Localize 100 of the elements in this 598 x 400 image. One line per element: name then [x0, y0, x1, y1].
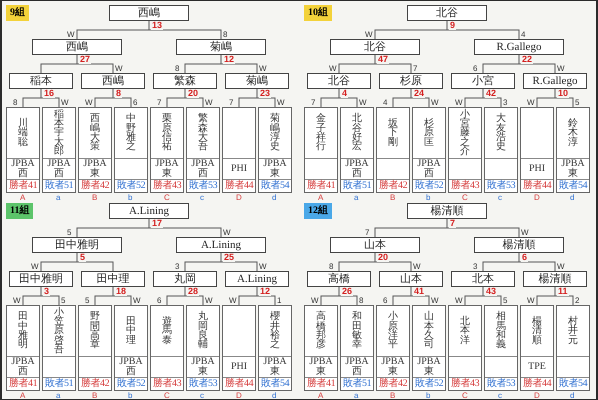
player-card — [6, 107, 40, 193]
player-card — [222, 305, 256, 391]
score-label: 27 — [79, 55, 92, 64]
result-text: 勝者44 — [224, 379, 254, 389]
player-name: 丸岡 — [174, 274, 196, 284]
score-label: 9 — [449, 21, 456, 30]
affiliation-text: JPBA東 — [416, 357, 442, 377]
edge-label: W — [557, 65, 565, 73]
score-label: 11 — [557, 287, 569, 296]
player-name: 稲本宇太郎 — [54, 110, 64, 156]
player-card — [412, 107, 446, 193]
bracket-box — [176, 237, 266, 253]
result-text: 勝者44 — [522, 181, 552, 191]
affiliation-text: JPBA東 — [262, 159, 288, 179]
edge-label: W — [455, 297, 463, 305]
bracket-box — [81, 73, 145, 89]
bracket-box — [9, 73, 73, 89]
seed-letter: c — [200, 392, 204, 400]
score-label: 3 — [43, 287, 50, 296]
player-name: 山本 — [400, 274, 422, 284]
player-name: 田中理 — [126, 316, 136, 346]
player-name: A.Lining — [128, 206, 170, 216]
edge-label: W — [455, 99, 463, 107]
affiliation-text: JPBA東 — [380, 357, 406, 377]
edge-label: 8 — [223, 31, 228, 39]
player-card — [484, 305, 518, 391]
edge-label: W — [431, 99, 439, 107]
player-card — [520, 107, 554, 193]
score-label: 6 — [521, 253, 528, 262]
player-name: 西嶋大策 — [90, 114, 100, 152]
bracket-box — [379, 73, 443, 89]
seed-letter: D — [236, 392, 242, 400]
edge-label: 3 — [503, 99, 508, 107]
player-name: 西嶋 — [66, 42, 88, 52]
player-name: 楊清順 — [502, 240, 536, 250]
bracket-box — [153, 271, 217, 287]
affiliation-text: JPBA西 — [118, 357, 144, 377]
player-card — [556, 107, 590, 193]
affiliation-text: JPBA西 — [190, 159, 216, 179]
bracket-box — [225, 73, 289, 89]
result-text: 勝者43 — [450, 181, 480, 191]
affiliation-text: JPBA東 — [82, 159, 108, 179]
player-name: 北本洋 — [460, 316, 470, 346]
bracket-line — [518, 252, 556, 272]
result-text: 勝者44 — [224, 181, 254, 191]
edge-label: 8 — [13, 99, 18, 107]
edge-label: W — [329, 65, 337, 73]
bracket-box — [451, 73, 515, 89]
player-card — [258, 107, 292, 193]
score-label: 17 — [151, 219, 164, 228]
edge-label: 7 — [413, 65, 418, 73]
edge-label: 7 — [229, 99, 234, 107]
bracket-line — [76, 252, 114, 272]
affiliation-text: JPBA東 — [190, 357, 216, 377]
seed-letter: b — [128, 392, 132, 400]
affiliation-text: JPBA東 — [560, 159, 586, 179]
score-label: 20 — [187, 89, 200, 98]
result-text: 勝者44 — [522, 379, 552, 389]
player-name: 鈴木淳 — [568, 118, 578, 148]
edge-label: W — [521, 229, 529, 237]
edge-label: 5 — [503, 297, 508, 305]
seed-letter: b — [426, 392, 430, 400]
score-label: 23 — [259, 89, 272, 98]
score-label: 13 — [151, 21, 164, 30]
score-label: 22 — [521, 55, 534, 64]
result-text: 勝者41 — [306, 181, 336, 191]
seed-letter: A — [20, 392, 26, 400]
edge-label: W — [311, 297, 319, 305]
affiliation-text: JPBA東 — [154, 159, 180, 179]
seed-letter: d — [570, 392, 574, 400]
player-card — [186, 107, 220, 193]
player-card — [304, 107, 338, 193]
affiliation-text: JPBA西 — [10, 357, 36, 377]
score-label: 26 — [341, 287, 354, 296]
score-label: 8 — [115, 89, 122, 98]
player-name: A.Lining — [200, 240, 242, 250]
player-name: 楊清順 — [430, 206, 464, 216]
seed-letter: d — [570, 194, 574, 202]
player-card — [412, 305, 446, 391]
player-card — [186, 305, 220, 391]
affiliation-text: PHI — [230, 164, 248, 174]
edge-label: W — [85, 99, 93, 107]
edge-label: W — [205, 99, 213, 107]
edge-label: 6 — [473, 65, 478, 73]
score-label: 10 — [557, 89, 570, 98]
player-name: 川端聡 — [18, 118, 28, 148]
player-card — [222, 107, 256, 193]
edge-label: W — [229, 297, 237, 305]
result-text: 敗者54 — [260, 181, 290, 191]
edge-label: W — [61, 99, 69, 107]
player-name: 北谷 — [364, 42, 386, 52]
player-name: 村井元 — [568, 316, 578, 346]
player-card — [556, 305, 590, 391]
player-name: A.Lining — [236, 274, 278, 284]
edge-label: W — [259, 263, 267, 271]
player-name: 菊嶋淳史 — [270, 114, 280, 152]
score-label: 42 — [485, 89, 498, 98]
player-name: 相馬和義 — [496, 312, 506, 350]
player-card — [114, 305, 148, 391]
player-name: 田中雅明 — [55, 240, 99, 250]
